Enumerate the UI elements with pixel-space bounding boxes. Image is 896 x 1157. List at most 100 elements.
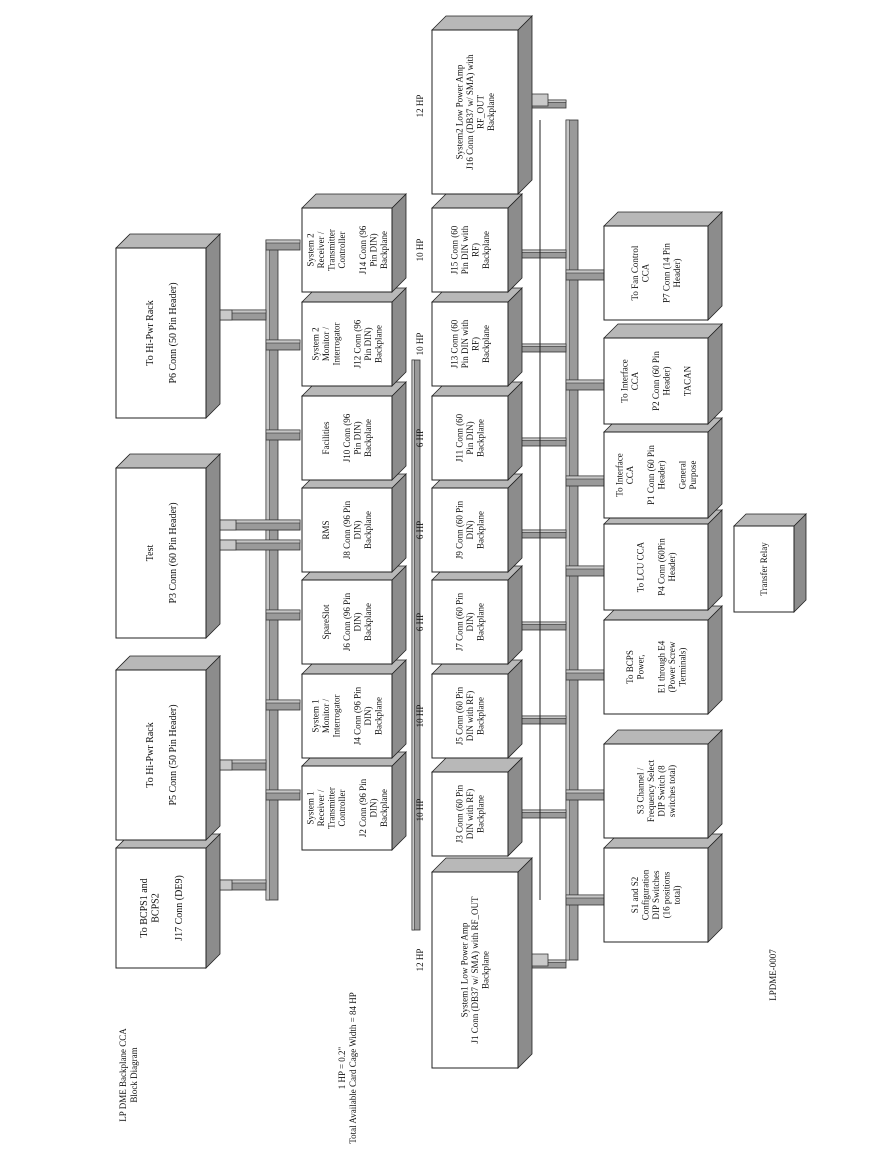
- block-line: Header): [656, 461, 666, 490]
- block-line: To Fan Control: [630, 245, 640, 300]
- trunk-left: [265, 239, 279, 901]
- block-line: Backplane: [476, 697, 486, 735]
- block-line: Monitor /: [321, 698, 331, 733]
- stub-left-5: [265, 339, 301, 351]
- block-line: Header): [672, 259, 682, 288]
- block-line: CCA: [630, 371, 640, 390]
- block-line: DIN): [465, 521, 475, 540]
- block-line: P3 Conn (60 Pin Header): [168, 502, 179, 603]
- block-line: J15 Conn (60: [449, 225, 459, 274]
- block-line: DIN): [353, 613, 363, 632]
- block-line: BCPS2: [151, 893, 162, 922]
- block-line: Transmitter: [326, 787, 336, 829]
- block-line: Power,: [635, 655, 645, 680]
- block-label-j13: J13 Conn (60Pin DIN withRF)Backplane: [449, 319, 491, 368]
- block-line: Header): [667, 553, 677, 582]
- block-line: DIP Switch (8: [656, 765, 666, 817]
- block-line: P6 Conn (50 Pin Header): [168, 282, 179, 383]
- block-label-j5: J5 Conn (60 PinDIN with RF)Backplane: [455, 686, 486, 745]
- block-line: DIN): [368, 799, 378, 818]
- block-line: Header): [662, 367, 672, 396]
- block-line: Controller: [337, 232, 347, 269]
- block-line: Transmitter: [326, 229, 336, 271]
- block-line: System 2: [305, 233, 315, 266]
- block-line: S1 and S2: [630, 877, 640, 914]
- block-label-j9: J9 Conn (60 PinDIN)Backplane: [455, 500, 486, 559]
- stub-right-3: [565, 565, 605, 577]
- block-s3: S3 Channel /Frequency SelectDIP Switch (…: [603, 729, 723, 839]
- block-line: DIN with RF): [465, 789, 475, 840]
- block-line: To LCU CCA: [635, 541, 645, 592]
- block-label-sys1lpa: System1 Low Power AmpJ1 Conn (DB37 w/ SM…: [460, 896, 491, 1044]
- block-line: J14 Conn (96: [358, 225, 368, 274]
- block-line: Backplane: [476, 511, 486, 549]
- block-label-sys1mi: System 1Monitor /Interrogator J4 Conn (96…: [311, 686, 384, 745]
- block-line: J4 Conn (96 Pin: [353, 686, 363, 745]
- block-line: J7 Conn (60 Pin: [455, 592, 465, 651]
- block-line: Pin DIN with: [460, 319, 470, 368]
- stub-left-1: [265, 699, 301, 711]
- block-line: Backplane: [363, 419, 373, 457]
- stub-left-4: [265, 429, 301, 441]
- block-line: Pin DIN): [465, 421, 475, 454]
- block-line: To BCPS1 and: [139, 878, 150, 937]
- block-line: total): [672, 886, 682, 905]
- block-line: Controller: [337, 790, 347, 827]
- block-line: Backplane: [486, 93, 496, 131]
- block-relay: Transfer Relay: [733, 513, 807, 613]
- block-line: Backplane: [379, 231, 389, 269]
- stub-right-2: [565, 669, 605, 681]
- block-line: Pin DIN): [363, 327, 373, 360]
- block-label-relay: Transfer Relay: [759, 542, 769, 596]
- hp-label: 10 HP: [415, 333, 425, 356]
- block-line: switches total): [667, 765, 677, 817]
- hp-label: 6 HP: [415, 521, 425, 539]
- hp-label: 12 HP: [415, 95, 425, 118]
- stub-right-0: [565, 894, 605, 906]
- block-line: Backplane: [481, 231, 491, 269]
- stub-right-6: [565, 269, 605, 281]
- block-line: J3 Conn (60 Pin: [455, 784, 465, 843]
- hp-label: 6 HP: [415, 613, 425, 631]
- block-line: To Interface: [620, 359, 630, 403]
- block-j5: J5 Conn (60 PinDIN with RF)Backplane: [431, 659, 523, 759]
- block-s1s2: S1 and S2ConfigurationDIP Switches(16 po…: [603, 833, 723, 943]
- block-line: DIN): [353, 521, 363, 540]
- block-line: Backplane: [363, 511, 373, 549]
- block-line: P4 Conn (60Pin: [656, 538, 666, 596]
- block-line: RF): [470, 337, 480, 351]
- block-sys2lpa: System2 Low Power AmpJ16 Conn (DB37 w/ S…: [431, 15, 533, 195]
- block-line: Receiver /: [316, 789, 326, 826]
- hp-label: 10 HP: [415, 239, 425, 262]
- block-j7: J7 Conn (60 PinDIN)Backplane: [431, 565, 523, 665]
- block-line: P5 Conn (50 Pin Header): [168, 704, 179, 805]
- block-line: (Power Screw: [667, 641, 677, 692]
- block-line: Pin DIN with: [460, 225, 470, 274]
- block-label-sys2lpa: System2 Low Power AmpJ16 Conn (DB37 w/ S…: [454, 54, 496, 170]
- block-line: Frequency Select: [646, 759, 656, 822]
- block-line: CCA: [641, 263, 651, 282]
- block-line: Monitor /: [321, 326, 331, 361]
- block-line: J10 Conn (96: [342, 413, 352, 462]
- block-label-s3: S3 Channel /Frequency SelectDIP Switch (…: [635, 759, 677, 822]
- block-j9: J9 Conn (60 PinDIN)Backplane: [431, 473, 523, 573]
- block-line: J8 Conn (96 Pin: [342, 500, 352, 559]
- block-sys1lpa: System1 Low Power AmpJ1 Conn (DB37 w/ SM…: [431, 857, 533, 1069]
- trunk-mid: [411, 359, 421, 931]
- block-line: System 1: [311, 699, 321, 732]
- block-line: Interrogator: [332, 695, 342, 738]
